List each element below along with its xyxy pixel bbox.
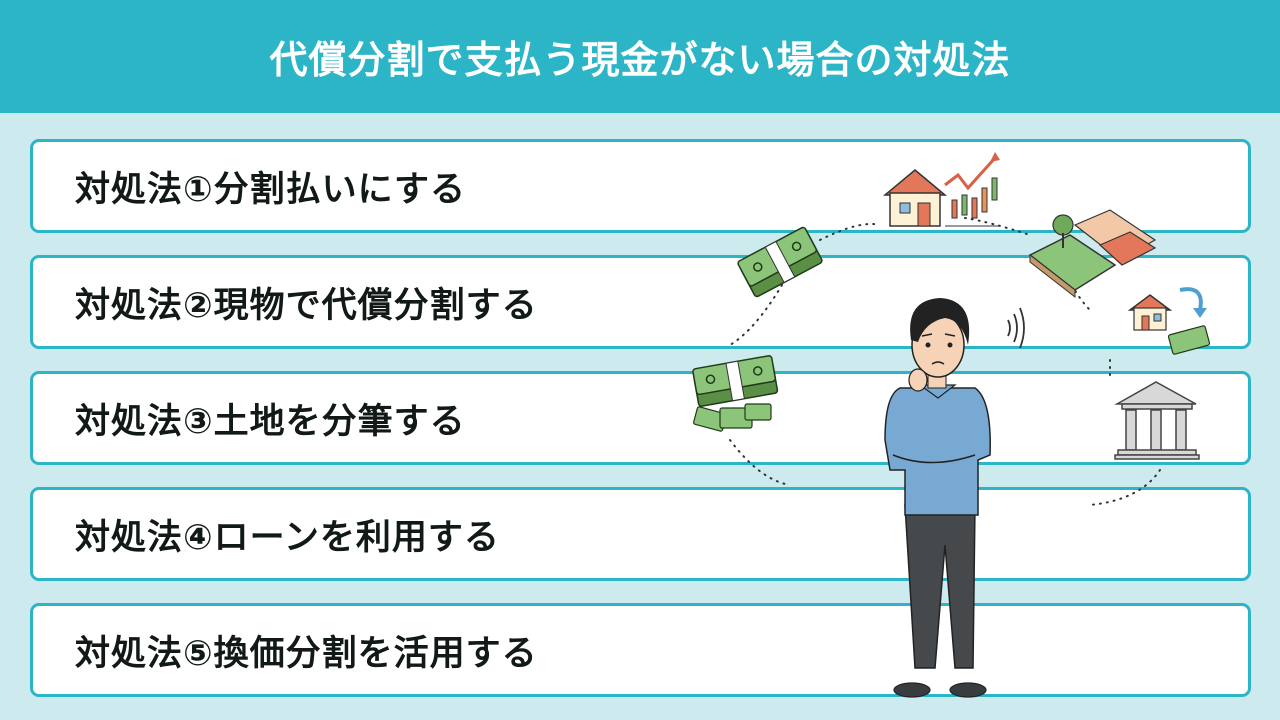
header-banner: 代償分割で支払う現金がない場合の対処法	[0, 0, 1280, 113]
method-card-2: 対処法②現物で代償分割する	[30, 255, 1251, 349]
method-label: 対処法②現物で代償分割する	[75, 285, 538, 326]
method-label: 対処法④ローンを利用する	[75, 517, 500, 558]
page-title: 代償分割で支払う現金がない場合の対処法	[269, 38, 1011, 82]
method-card-3: 対処法③土地を分筆する	[30, 371, 1251, 465]
method-card-5: 対処法⑤換価分割を活用する	[30, 603, 1251, 697]
method-label: 対処法①分割払いにする	[75, 169, 466, 210]
method-label: 対処法⑤換価分割を活用する	[75, 633, 538, 674]
method-card-1: 対処法①分割払いにする	[30, 139, 1251, 233]
method-card-4: 対処法④ローンを利用する	[30, 487, 1251, 581]
method-label: 対処法③土地を分筆する	[75, 401, 466, 442]
